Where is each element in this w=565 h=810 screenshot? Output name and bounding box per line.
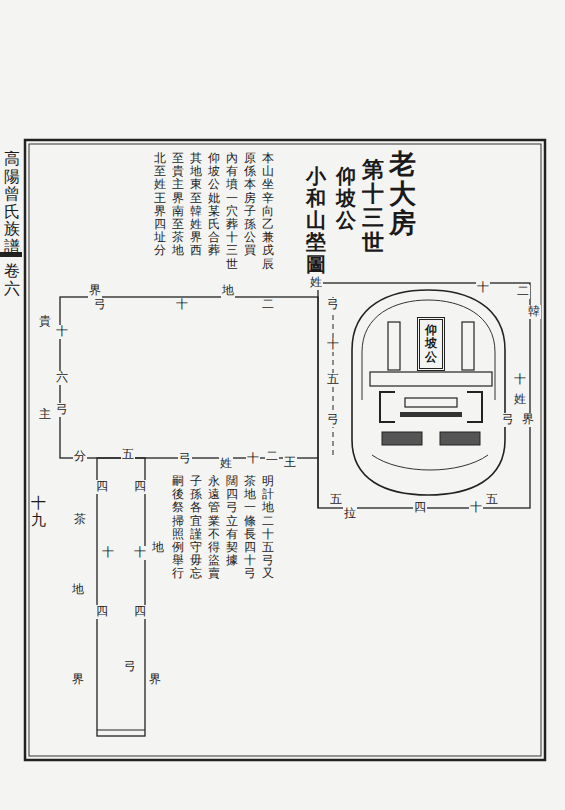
tablet-inscription: 仰坡公 — [425, 324, 437, 364]
note-column: 其地東至韓姓界西 — [190, 152, 202, 258]
boundary-mark: 弓 — [501, 413, 515, 426]
boundary-mark: 姓 — [219, 457, 233, 470]
strip-end — [97, 730, 145, 731]
boundary-mark: 貴 — [38, 315, 52, 328]
offering-table — [405, 398, 457, 407]
boundary-mark: 姓 — [309, 276, 323, 289]
boundary-mark: 地 — [221, 284, 235, 297]
boundary-mark: 弓 — [326, 413, 340, 426]
altar-platform — [370, 372, 492, 386]
boundary-mark: 弓 — [55, 403, 69, 416]
boundary-mark: 四 — [133, 480, 147, 493]
boundary-mark: 十 — [469, 501, 483, 514]
branch-title: 老大房 — [389, 150, 416, 239]
mound-inner — [362, 300, 495, 400]
tombstone-tablet: 仰坡公 — [417, 317, 445, 371]
boundary-mark: 韓 — [527, 305, 541, 318]
boundary-mark: 弓 — [178, 452, 192, 465]
boundary-mark: 五 — [329, 493, 343, 506]
boundary-mark: 六 — [55, 371, 69, 384]
note-column: 北至姓王界四址分 — [154, 152, 166, 258]
note-column: 嗣後祭掃照例舉行 — [172, 475, 184, 581]
step — [400, 412, 462, 417]
note-column: 仰坡公妣某氏合葬 — [208, 152, 220, 258]
wing-wall — [380, 392, 395, 422]
boundary-mark: 十 — [476, 281, 490, 294]
running-title: 高陽曾氏族譜 — [4, 150, 20, 256]
boundary-mark: 地 — [151, 541, 165, 554]
pillar — [388, 322, 400, 370]
boundary-mark: 十 — [513, 373, 527, 386]
page-frame — [25, 140, 545, 760]
generation: 第十三世 — [362, 158, 384, 255]
inner-frame — [29, 144, 541, 756]
pillar — [462, 322, 474, 370]
boundary-mark: 十 — [133, 546, 147, 559]
boundary-mark: 茶 — [73, 513, 87, 526]
boundary-mark: 四 — [413, 501, 427, 514]
boundary-mark: 五 — [485, 493, 499, 506]
boundary-mark: 分 — [73, 450, 87, 463]
boundary-mark: 界 — [88, 284, 102, 297]
mound-curve — [372, 455, 488, 470]
boundary-mark: 四 — [133, 605, 147, 618]
note-column: 闊四弓立有契據 — [226, 475, 238, 567]
boundary-mark: 二 — [516, 285, 530, 298]
boundary-mark: 十 — [55, 325, 69, 338]
boundary-mark: 十 — [101, 546, 115, 559]
boundary-mark: 拉 — [343, 507, 357, 520]
boundary-mark: 五 — [121, 448, 135, 461]
note-column: 至貴主界南至茶地 — [172, 152, 184, 258]
boundary-mark: 弓 — [123, 660, 137, 673]
boundary-mark: 二 — [261, 298, 275, 311]
note-column: 子孫各宜謹守毋忘 — [190, 475, 202, 581]
boundary-mark: 二 — [265, 450, 279, 463]
boundary-mark: 十 — [326, 338, 340, 351]
step — [382, 432, 422, 445]
wing-wall — [467, 392, 482, 422]
boundary-mark: 主 — [38, 408, 52, 421]
boundary-mark: 四 — [95, 605, 109, 618]
boundary-mark: 界 — [71, 673, 85, 686]
grave-boundary — [318, 283, 530, 508]
note-column: 本山坐辛向乙兼戌辰 — [262, 152, 274, 271]
boundary-mark: 弓 — [93, 298, 107, 311]
map-title: 小和山塋圖 — [306, 165, 326, 275]
ancestor-name: 仰坡公 — [336, 165, 356, 231]
boundary-mark: 十 — [175, 298, 189, 311]
step — [440, 432, 480, 445]
boundary-mark: 地 — [71, 583, 85, 596]
boundary-mark: 五 — [326, 373, 340, 386]
boundary-mark: 姓 — [513, 393, 527, 406]
boundary-mark: 界 — [521, 413, 535, 426]
note-column: 內有墳一穴葬十三世 — [226, 152, 238, 271]
volume-number: 卷六 — [4, 262, 20, 297]
tea-field-strip — [97, 458, 145, 736]
note-column: 原係本房子孫公買 — [244, 152, 256, 258]
grave-mound — [352, 290, 505, 495]
note-column: 明計地二十五弓又 — [262, 475, 274, 581]
note-column: 茶地一條長四十弓 — [244, 475, 256, 581]
boundary-mark: 弓 — [326, 298, 340, 311]
boundary-mark: 十 — [246, 452, 260, 465]
plot-boundary — [60, 297, 318, 458]
boundary-mark: 界 — [148, 673, 162, 686]
boundary-mark: 王 — [283, 456, 297, 469]
note-column: 永遠管業不得盜賣 — [208, 475, 220, 581]
boundary-mark: 四 — [95, 480, 109, 493]
page-number: 十九 — [31, 495, 46, 528]
